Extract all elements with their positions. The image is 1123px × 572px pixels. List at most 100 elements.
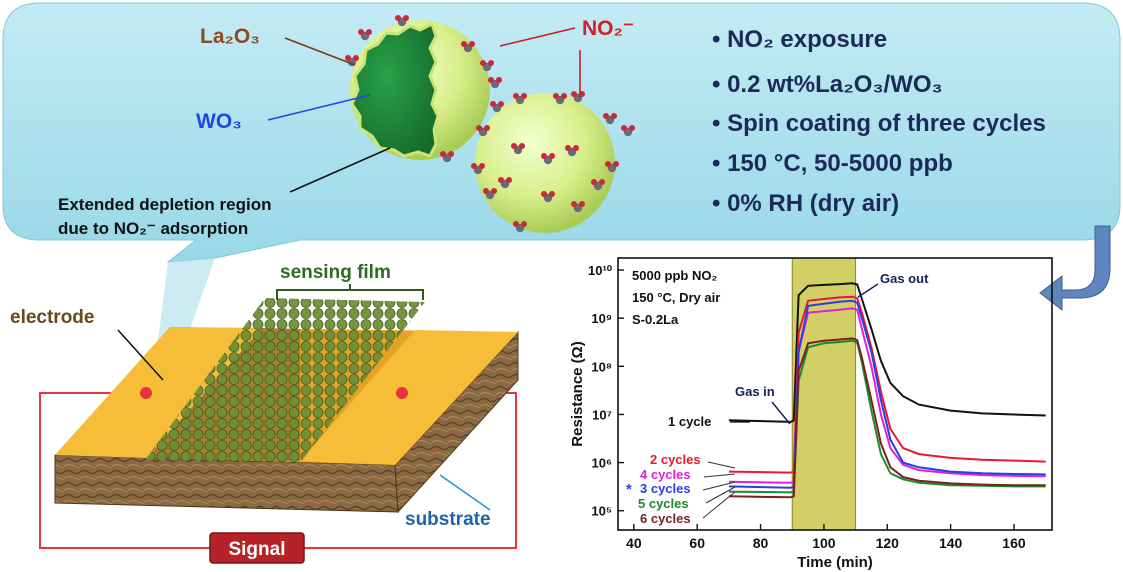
oxygen-atom [498,177,504,183]
series-line-3 [728,307,1046,484]
oxygen-atom [513,93,519,99]
la2o3-wo3-particle-cut [350,20,490,160]
oxygen-atom [353,55,359,61]
oxygen-atom [611,113,617,119]
oxygen-atom [561,93,567,99]
gas-out-arrow [857,283,879,298]
no2-molecule-icon [553,93,567,105]
x-tick-label-100: 100 [812,535,836,551]
oxygen-atom [571,201,577,207]
no2-ion-label: NO₂⁻ [582,17,634,40]
oxygen-atom [479,163,485,169]
info-line-gas: 5000 ppb NO₂ [632,268,717,283]
oxygen-atom [476,125,482,131]
no2-molecule-icon [480,60,494,72]
y-tick-label-8: 10⁸ [591,359,612,374]
la2o3-leader [284,37,356,66]
oxygen-atom [490,101,496,107]
oxygen-atom [471,163,477,169]
oxygen-atom [513,221,519,227]
oxygen-atom [488,77,494,83]
no2-molecule-icon [565,145,579,157]
x-tick-label-160: 160 [1002,535,1026,551]
no2-molecules [345,15,635,233]
no2-molecule-icon [511,143,525,155]
x-tick-label-80: 80 [753,535,769,551]
no2-molecule-icon [440,151,454,163]
bullet-no2-exposure: • NO₂ exposure [712,26,887,53]
depletion-label-line1: Extended depletion region [58,195,271,214]
oxygen-atom [571,91,577,97]
oxygen-atom [506,177,512,183]
no2-molecule-icon [395,15,409,27]
no2-molecule-icon [490,101,504,113]
bullet-loading: • 0.2 wt%La₂O₃/WO₃ [712,71,943,98]
no2-molecule-icon [358,29,372,41]
oxygen-atom [521,93,527,99]
bullet-humidity: • 0% RH (dry air) [712,190,899,217]
electrode-left [55,327,262,458]
oxygen-atom [603,113,609,119]
y-tick-label-5: 10⁵ [591,504,612,519]
signal-wire-left [39,392,210,549]
oxygen-atom [403,15,409,21]
no2-molecule-icon [513,93,527,105]
bullet-temperature-range: • 150 °C, 50-5000 ppb [712,150,953,177]
la2o3-label: La₂O₃ [200,25,260,48]
legend-2-cycles: 2 cycles [650,452,701,467]
substrate-label: substrate [405,509,491,530]
signal-label: Signal [228,539,285,560]
oxygen-atom [448,151,454,157]
no2-molecule-icon [513,221,527,233]
no2-molecule-icon [476,125,490,137]
oxygen-atom [541,191,547,197]
oxygen-atom [621,125,627,131]
oxygen-atom [579,201,585,207]
oxygen-atom [573,145,579,151]
y-tick-label-9: 10⁹ [591,311,612,326]
x-tick-label-140: 140 [939,535,963,551]
flow-arrow-icon [1039,225,1111,312]
series-line-6 [728,337,1046,499]
oxygen-atom [440,151,446,157]
legend-3-cycles: 3 cycles [640,481,691,496]
sensor-device: sensing film electrode substrate Signal [10,262,519,564]
no2-molecule-icon [591,179,605,191]
y-tick-label-10: 10¹⁰ [588,263,613,278]
electrode-right [300,330,518,465]
y-axis-label: Resistance (Ω) [569,341,586,446]
oxygen-atom [599,179,605,185]
gas-in-label: Gas in [735,384,775,399]
oxygen-atom [488,60,494,66]
legend-6-cycles: 6 cycles [640,511,691,526]
substrate-side [394,330,519,514]
oxygen-atom [345,55,351,61]
chart-series-group [728,282,1046,499]
legend-5-cycles: 5 cycles [638,496,689,511]
legend-star: * [626,481,632,498]
oxygen-atom [549,153,555,159]
no2-molecule-icon [621,125,635,137]
electrode-label: electrode [10,307,94,328]
oxygen-atom [549,191,555,197]
oxygen-atom [496,77,502,83]
no2-molecule-icon [488,77,502,89]
x-axis-label: Time (min) [797,554,873,571]
contact-right [396,387,408,399]
oxygen-atom [553,93,559,99]
oxygen-atom [461,41,467,47]
x-tick-label-60: 60 [689,535,705,551]
y-tick-label-7: 10⁷ [592,407,612,422]
oxygen-atom [480,60,486,66]
no2-molecule-icon [603,113,617,125]
no2-leader-1 [499,27,576,47]
oxygen-atom [521,221,527,227]
oxygen-atom [498,101,504,107]
gas-in-arrow [771,401,791,425]
oxygen-atom [605,161,611,167]
la2o3-wo3-particle-whole [475,93,615,233]
conditions-list: • NO₂ exposure • 0.2 wt%La₂O₃/WO₃ • Spin… [712,26,1046,217]
oxygen-atom [469,41,475,47]
wo3-core [350,21,440,158]
